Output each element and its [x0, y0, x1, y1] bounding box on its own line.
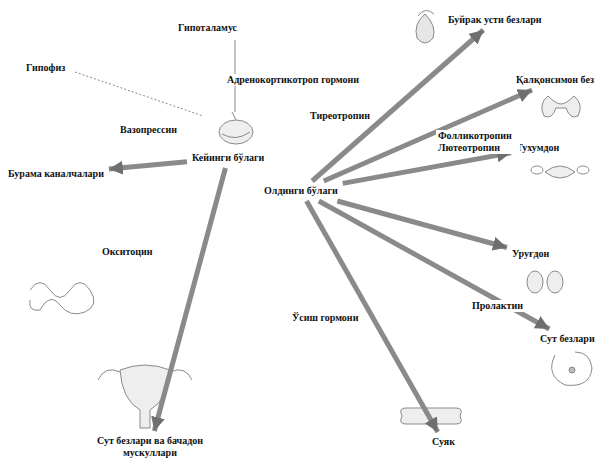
- organ-name: Бурама каналчалари: [8, 168, 104, 180]
- hormone-arrow: [319, 201, 549, 329]
- thyroid-drawing: [542, 96, 581, 117]
- adrenal-drawing: [416, 10, 434, 43]
- hormone-arrow: [154, 168, 225, 431]
- organ-label: Олдинги бўлаги: [262, 184, 340, 198]
- organ-name: Буйрак усти безлари: [448, 14, 542, 26]
- organ-label: Қалқонсимон без: [514, 73, 596, 87]
- organ-label: Сут безлари: [538, 332, 597, 346]
- organ-name: Сут безлари ва бачадон мускуллари: [88, 435, 212, 459]
- uterus-drawing: [98, 365, 192, 428]
- hormone-label: Вазопрессин: [118, 124, 179, 136]
- organ-label: Буйрак усти безлари: [446, 13, 544, 27]
- mammary-drawing: [552, 352, 592, 385]
- hormone-label: Ўсиш гормони: [290, 312, 360, 324]
- organ-label: Уруғдон: [510, 247, 551, 261]
- hormone-arrow: [312, 30, 483, 181]
- hormone-arrow: [343, 153, 511, 184]
- organ-name: Уруғдон: [512, 248, 549, 260]
- pituitary-drawing: [219, 112, 253, 144]
- hormone-label: Адренокортикотроп гормони: [225, 74, 361, 86]
- structure-label: Гипофиз: [26, 62, 65, 74]
- organ-name: Қалқонсимон без: [516, 74, 594, 86]
- organ-label: Сут безлари ва бачадон мускуллари: [86, 434, 214, 460]
- organ-label: Кейинги бўлаги: [190, 151, 266, 165]
- organ-name: Суяк: [432, 436, 455, 448]
- organ-name: Тухумдон: [516, 142, 559, 154]
- testis-drawing: [527, 271, 563, 293]
- hormone-label: Тиреотропин: [308, 110, 372, 122]
- organ-name: Сут безлари: [540, 333, 595, 345]
- organ-name: Кейинги бўлаги: [192, 152, 264, 164]
- organ-label: Бурама каналчалари: [6, 167, 106, 181]
- organ-label: Суяк: [430, 435, 457, 449]
- hormone-label: Пролактин: [470, 300, 525, 312]
- ovary-drawing: [531, 166, 589, 178]
- leader-line: [75, 72, 203, 116]
- hormone-arrow: [109, 162, 187, 169]
- tubule-drawing: [30, 283, 94, 314]
- organ-name: Олдинги бўлаги: [264, 185, 338, 197]
- structure-label: Гипоталамус: [178, 22, 237, 34]
- organ-label: Тухумдон: [514, 141, 561, 155]
- hormone-label: Фолликотропин Лютеотропин: [436, 130, 520, 154]
- hormone-label: Окситоцин: [100, 246, 155, 258]
